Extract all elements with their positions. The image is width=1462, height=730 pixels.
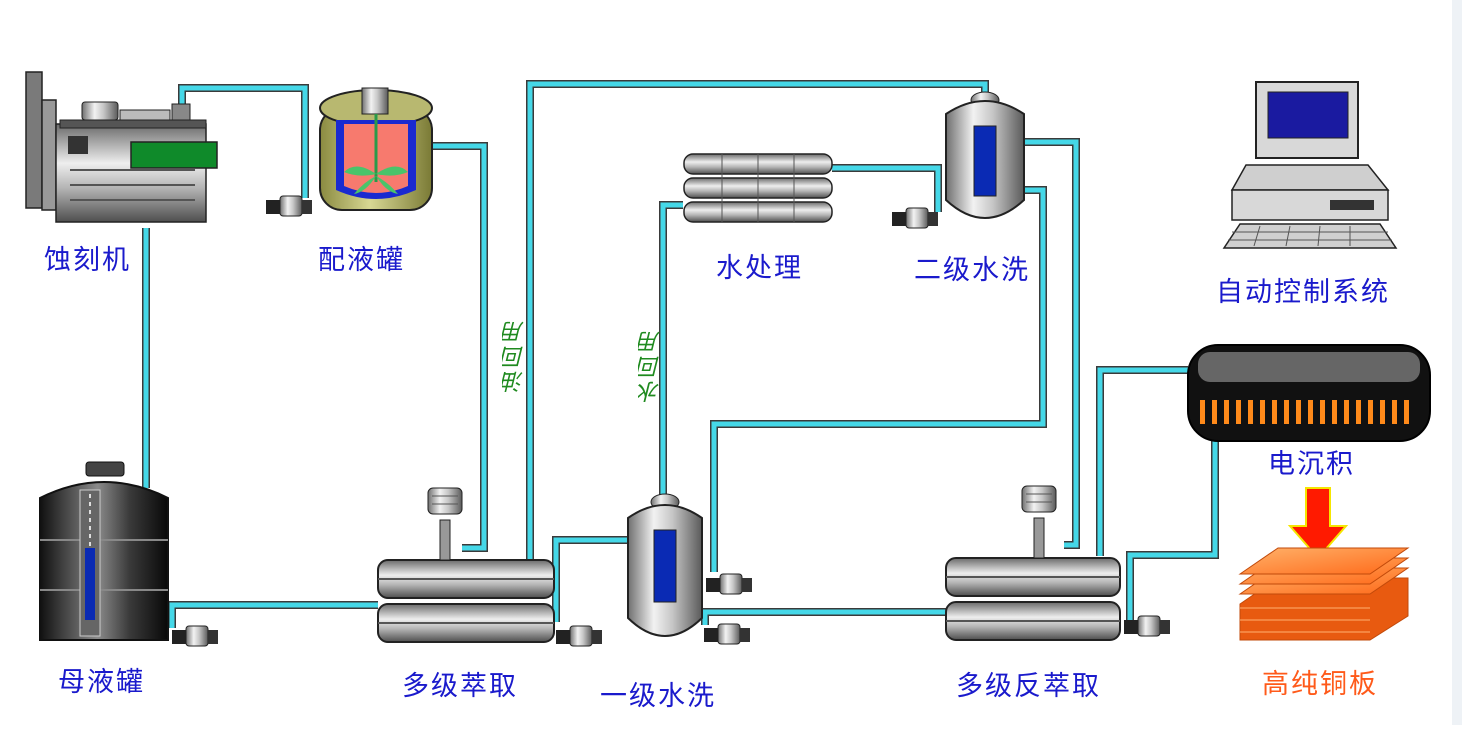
pump-icon	[1124, 615, 1170, 637]
pump-icon	[706, 573, 752, 595]
pipe-network-inner	[143, 81, 1218, 628]
pump-icon	[556, 625, 602, 647]
pump-icon	[172, 625, 218, 647]
label-electrowinning: 电沉积	[1268, 449, 1355, 480]
copper-plates	[1238, 547, 1410, 641]
etcher-machine	[25, 71, 218, 223]
page-edge-strip	[1452, 0, 1462, 725]
label-back-extraction: 多级反萃取	[956, 671, 1101, 702]
label-copper-plate: 高纯铜板	[1262, 669, 1378, 700]
electrowinning-cell	[1187, 344, 1431, 442]
mixing-tank	[319, 87, 433, 211]
water-treatment-unit	[683, 153, 833, 223]
label-control-system: 自动控制系统	[1216, 277, 1390, 308]
control-computer	[1222, 81, 1398, 249]
mother-liquor-tank	[39, 461, 169, 641]
label-wash-1: 一级水洗	[600, 681, 716, 712]
pipe-watertreat-to-wash2	[832, 164, 942, 212]
label-mixing-tank: 配液罐	[318, 245, 405, 276]
pump-icon	[266, 195, 312, 217]
label-etcher: 蚀刻机	[44, 245, 131, 276]
output-arrow	[1287, 487, 1349, 560]
pump-icon	[704, 623, 750, 645]
pipe-electro-to-backext	[1126, 440, 1219, 622]
pipe-extraction-to-wash1	[552, 536, 628, 622]
wash-vessel-2	[945, 91, 1025, 219]
note-oil-return: 油回用	[503, 318, 528, 393]
label-wash-2: 二级水洗	[914, 255, 1030, 286]
multi-extraction-unit	[377, 487, 555, 643]
label-mother-tank: 母液罐	[58, 667, 145, 698]
pipe-backext-to-electro	[1096, 366, 1188, 556]
label-water-treatment: 水处理	[716, 253, 803, 284]
wash-vessel-1	[627, 493, 703, 637]
note-water-return: 水回用	[639, 328, 664, 403]
pipe-wash2-to-backext	[1022, 138, 1080, 549]
pump-icon	[892, 207, 938, 229]
back-extraction-unit	[945, 485, 1121, 641]
pipe-mother-to-extraction	[168, 601, 378, 628]
label-multi-extraction: 多级萃取	[402, 671, 518, 702]
